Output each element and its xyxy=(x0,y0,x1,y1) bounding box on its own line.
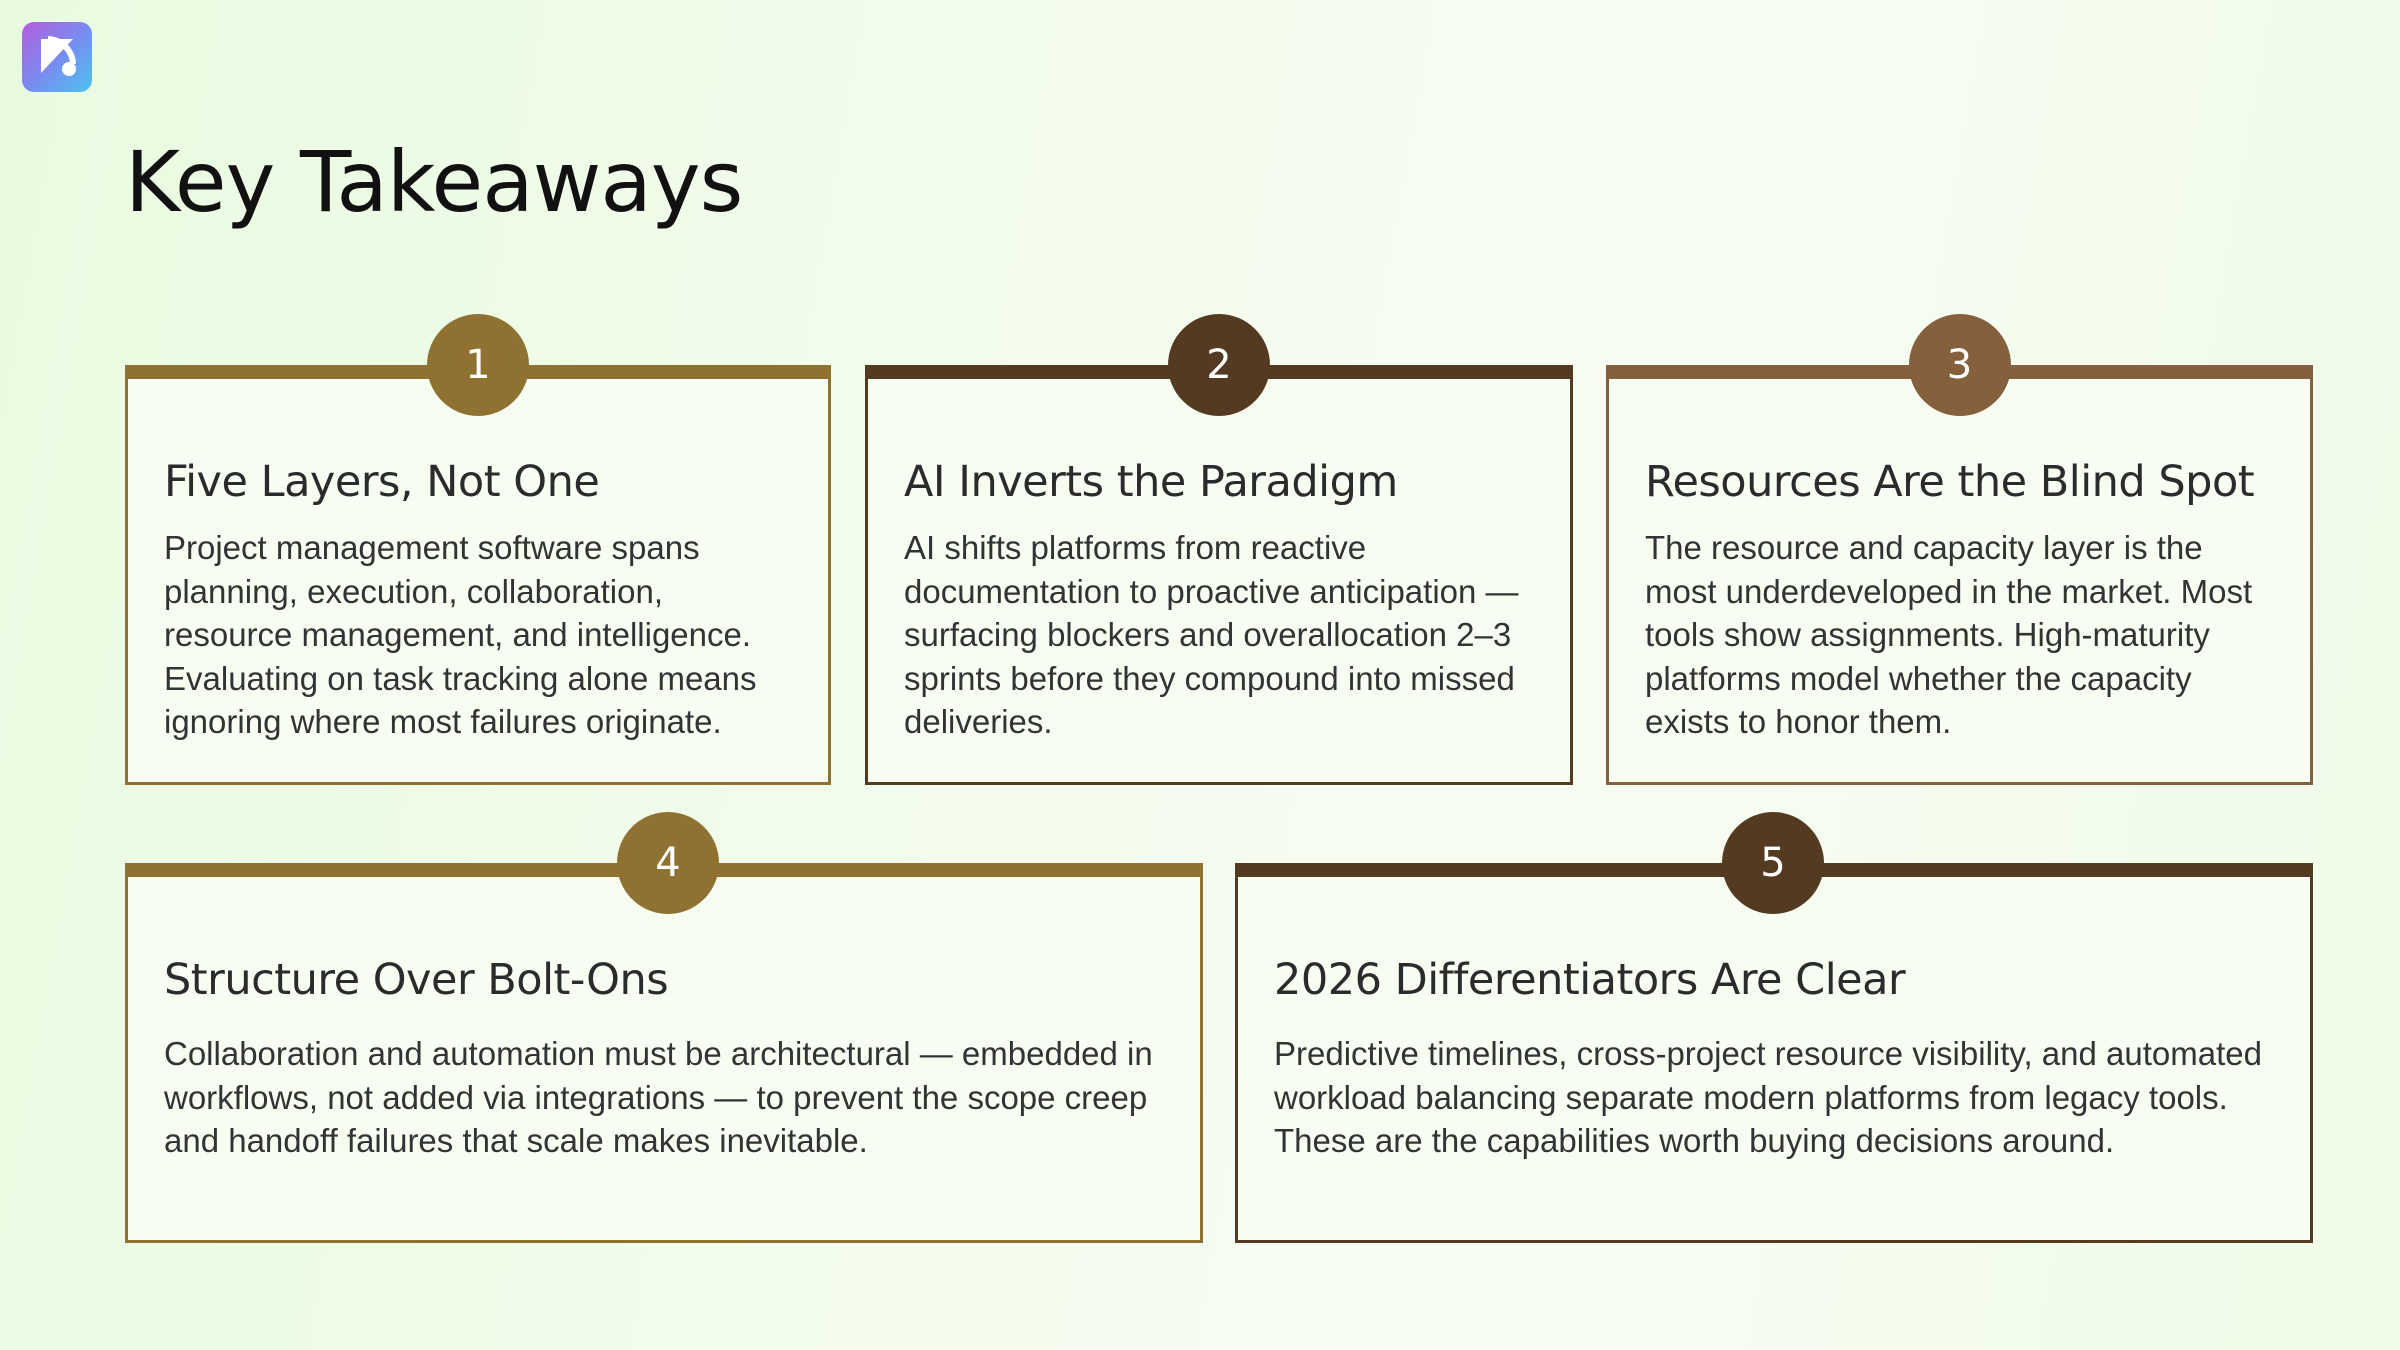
card-body: The resource and capacity layer is the m… xyxy=(1645,529,2253,740)
number-badge: 5 xyxy=(1722,812,1824,914)
card-body: AI shifts platforms from reactive docume… xyxy=(904,529,1519,740)
card-title: AI Inverts the Paradigm xyxy=(904,457,1398,507)
card-body: Collaboration and automation must be arc… xyxy=(164,1035,1153,1159)
card-title: Structure Over Bolt-Ons xyxy=(164,955,669,1005)
number-badge: 2 xyxy=(1168,314,1270,416)
card-title: Five Layers, Not One xyxy=(164,457,600,507)
app-logo xyxy=(22,22,92,92)
takeaway-card-1: 1 Five Layers, Not One Project managemen… xyxy=(125,314,831,785)
number-badge: 4 xyxy=(617,812,719,914)
takeaway-card-5: 5 2026 Differentiators Are Clear Predict… xyxy=(1235,812,2313,1243)
number-badge: 1 xyxy=(427,314,529,416)
card-body: Project management software spans planni… xyxy=(164,529,757,740)
takeaway-card-3: 3 Resources Are the Blind Spot The resou… xyxy=(1606,314,2313,785)
page-title: Key Takeaways xyxy=(125,133,743,231)
takeaway-card-4: 4 Structure Over Bolt-Ons Collaboration … xyxy=(125,812,1203,1243)
card-body: Predictive timelines, cross-project reso… xyxy=(1274,1035,2262,1159)
card-title: Resources Are the Blind Spot xyxy=(1645,457,2255,507)
card-title: 2026 Differentiators Are Clear xyxy=(1274,955,1906,1005)
number-badge: 3 xyxy=(1908,314,2011,416)
app-logo-icon xyxy=(41,36,76,76)
takeaway-card-2: 2 AI Inverts the Paradigm AI shifts plat… xyxy=(865,314,1573,785)
